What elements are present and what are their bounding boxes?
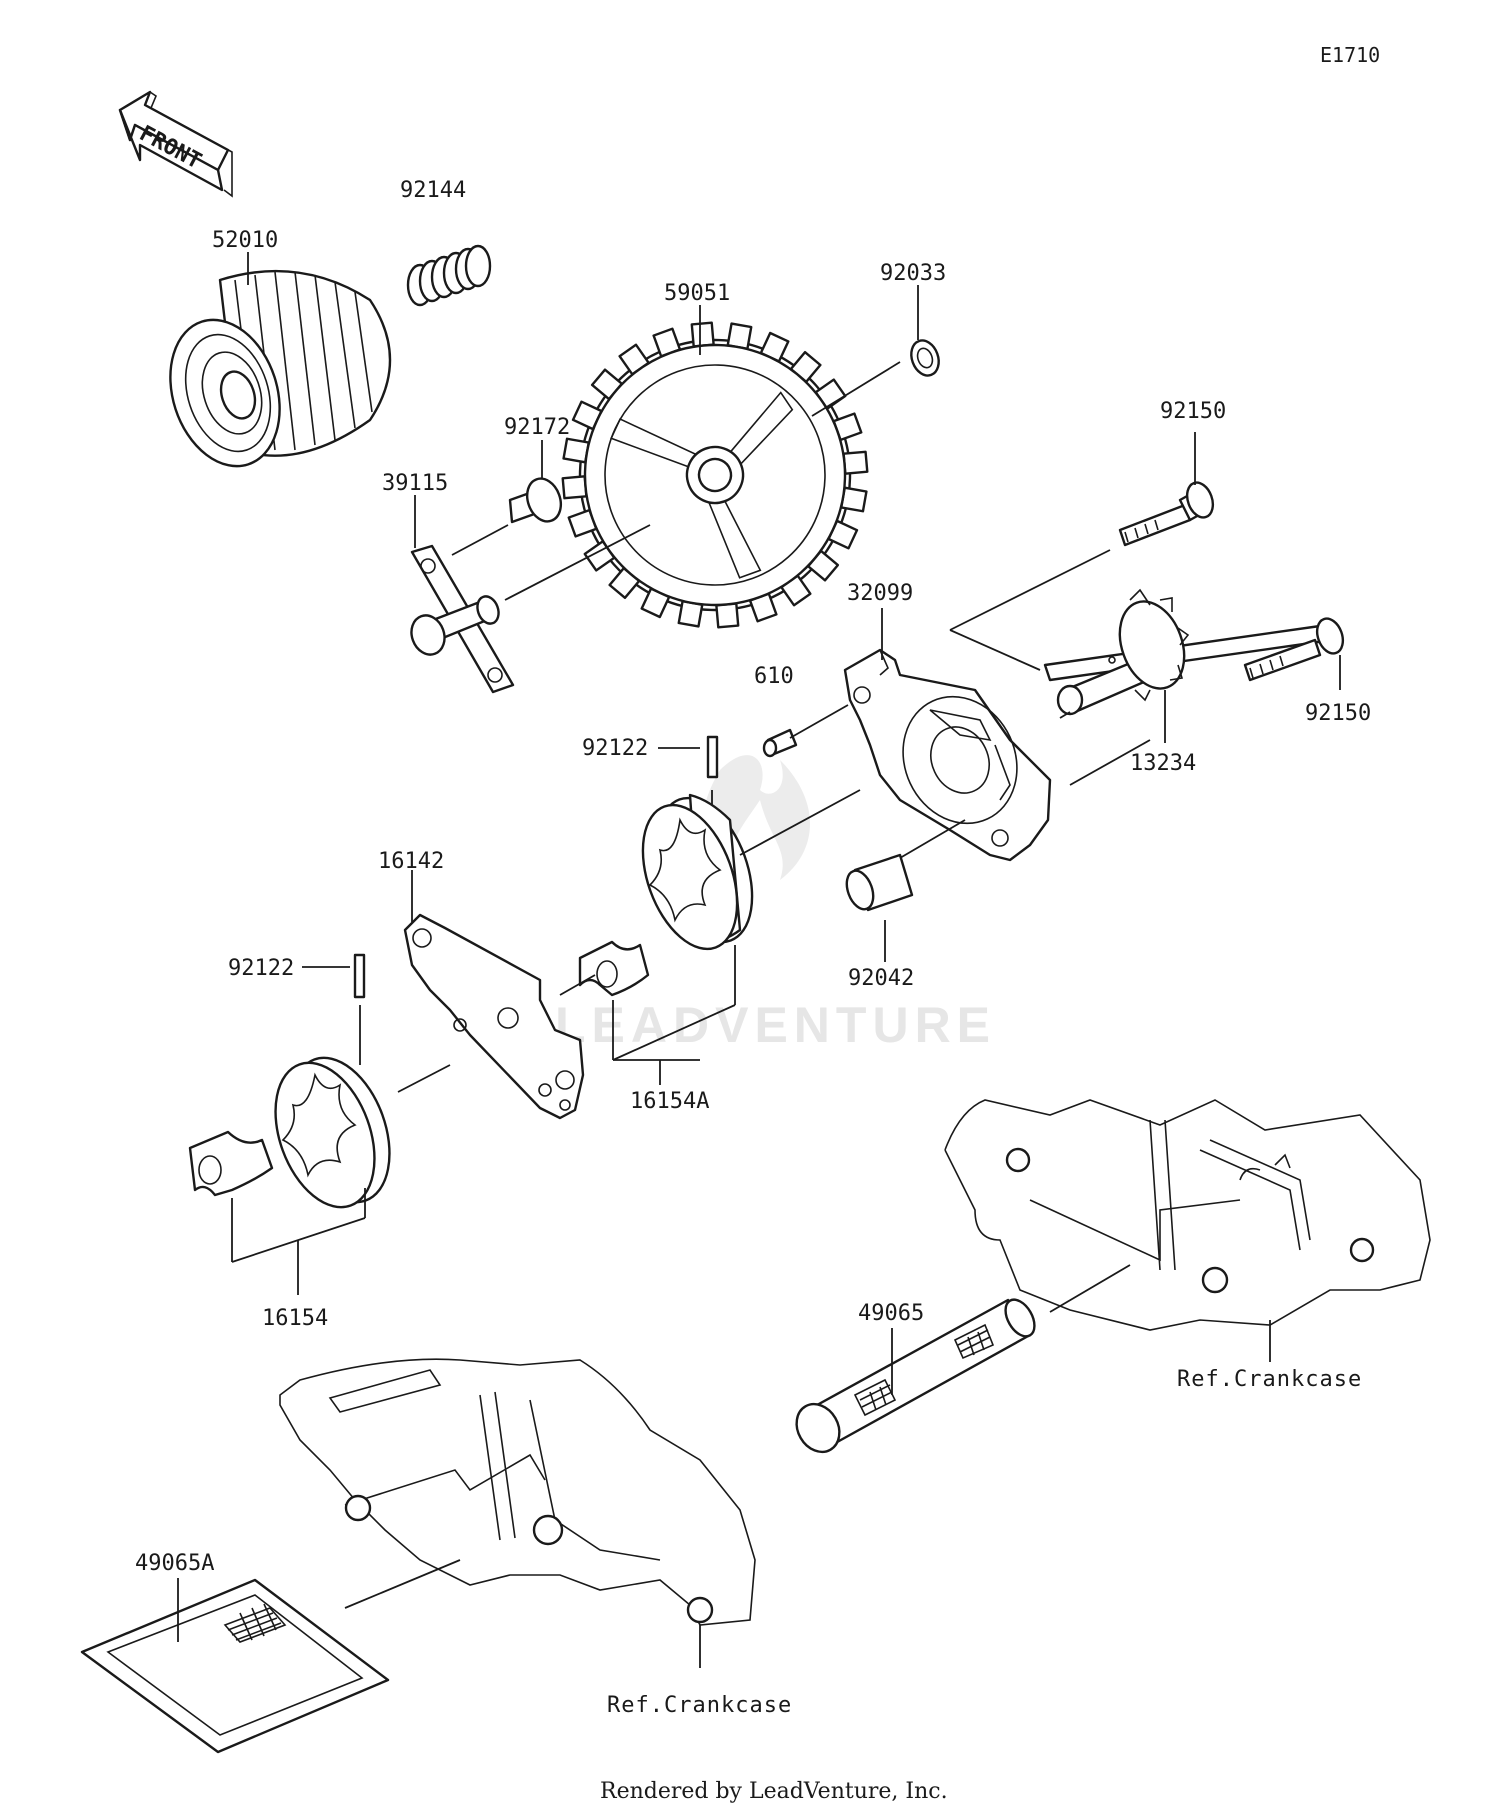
- dowel-icon: [845, 853, 914, 912]
- spring-icon: [406, 244, 492, 307]
- pin-icon: [762, 728, 798, 758]
- pump-shaft-icon: [1056, 588, 1190, 716]
- ref-crankcase-right: Ref.Crankcase: [1177, 1367, 1362, 1392]
- cover-plate-icon: [397, 913, 596, 1120]
- crankcase-icon: [279, 1358, 756, 1668]
- oil-filter-icon: [169, 269, 392, 468]
- bolt-icon: [508, 477, 563, 524]
- pump-body-icon: [843, 648, 1052, 862]
- ref-crankcase-left: Ref.Crankcase: [607, 1693, 792, 1718]
- part-label: 92042: [848, 966, 914, 991]
- part-label: 16154: [262, 1306, 328, 1331]
- bolt-icon: [1118, 481, 1215, 547]
- screen-icon: [795, 1264, 1131, 1454]
- part-label: 92150: [1305, 701, 1371, 726]
- bolt-icon: [1043, 617, 1345, 682]
- part-label: 92172: [504, 415, 570, 440]
- part-label: 92144: [400, 178, 466, 203]
- rotor-inner-icon: [578, 940, 650, 997]
- part-label: 13234: [1130, 751, 1196, 776]
- rotor-icon: [641, 793, 754, 951]
- leader-lines: [231, 252, 1341, 1395]
- part-label: 92150: [1160, 399, 1226, 424]
- part-label: 92122: [228, 956, 294, 981]
- screen-icon: [80, 1578, 390, 1754]
- part-label: 49065A: [135, 1551, 214, 1576]
- rotor-icon: [274, 1056, 391, 1209]
- pin-icon: [353, 953, 366, 1065]
- diagram-code: E1710: [1320, 43, 1380, 67]
- part-label: 52010: [212, 228, 278, 253]
- shaft-plate-icon: [410, 524, 651, 694]
- part-label: 39115: [382, 471, 448, 496]
- part-label: 92033: [880, 261, 946, 286]
- rotor-inner-icon: [188, 1130, 274, 1197]
- part-label: 16154A: [630, 1089, 709, 1114]
- part-label: 610: [754, 664, 794, 689]
- part-label: 32099: [847, 581, 913, 606]
- part-labels: 52010 92144 59051 92033 92172 39115 9215…: [135, 178, 1371, 1718]
- circlip-icon: [811, 339, 940, 417]
- crankcase-icon: [944, 1099, 1431, 1362]
- part-label: 49065: [858, 1301, 924, 1326]
- front-arrow-icon: FRONT: [118, 90, 233, 198]
- gear-icon: [561, 321, 869, 629]
- part-label: 59051: [664, 281, 730, 306]
- part-label: 92122: [582, 736, 648, 761]
- footer-credit: Rendered by LeadVenture, Inc.: [600, 1779, 948, 1804]
- part-label: 16142: [378, 849, 444, 874]
- watermark-text: LEADVENTURE: [555, 997, 996, 1053]
